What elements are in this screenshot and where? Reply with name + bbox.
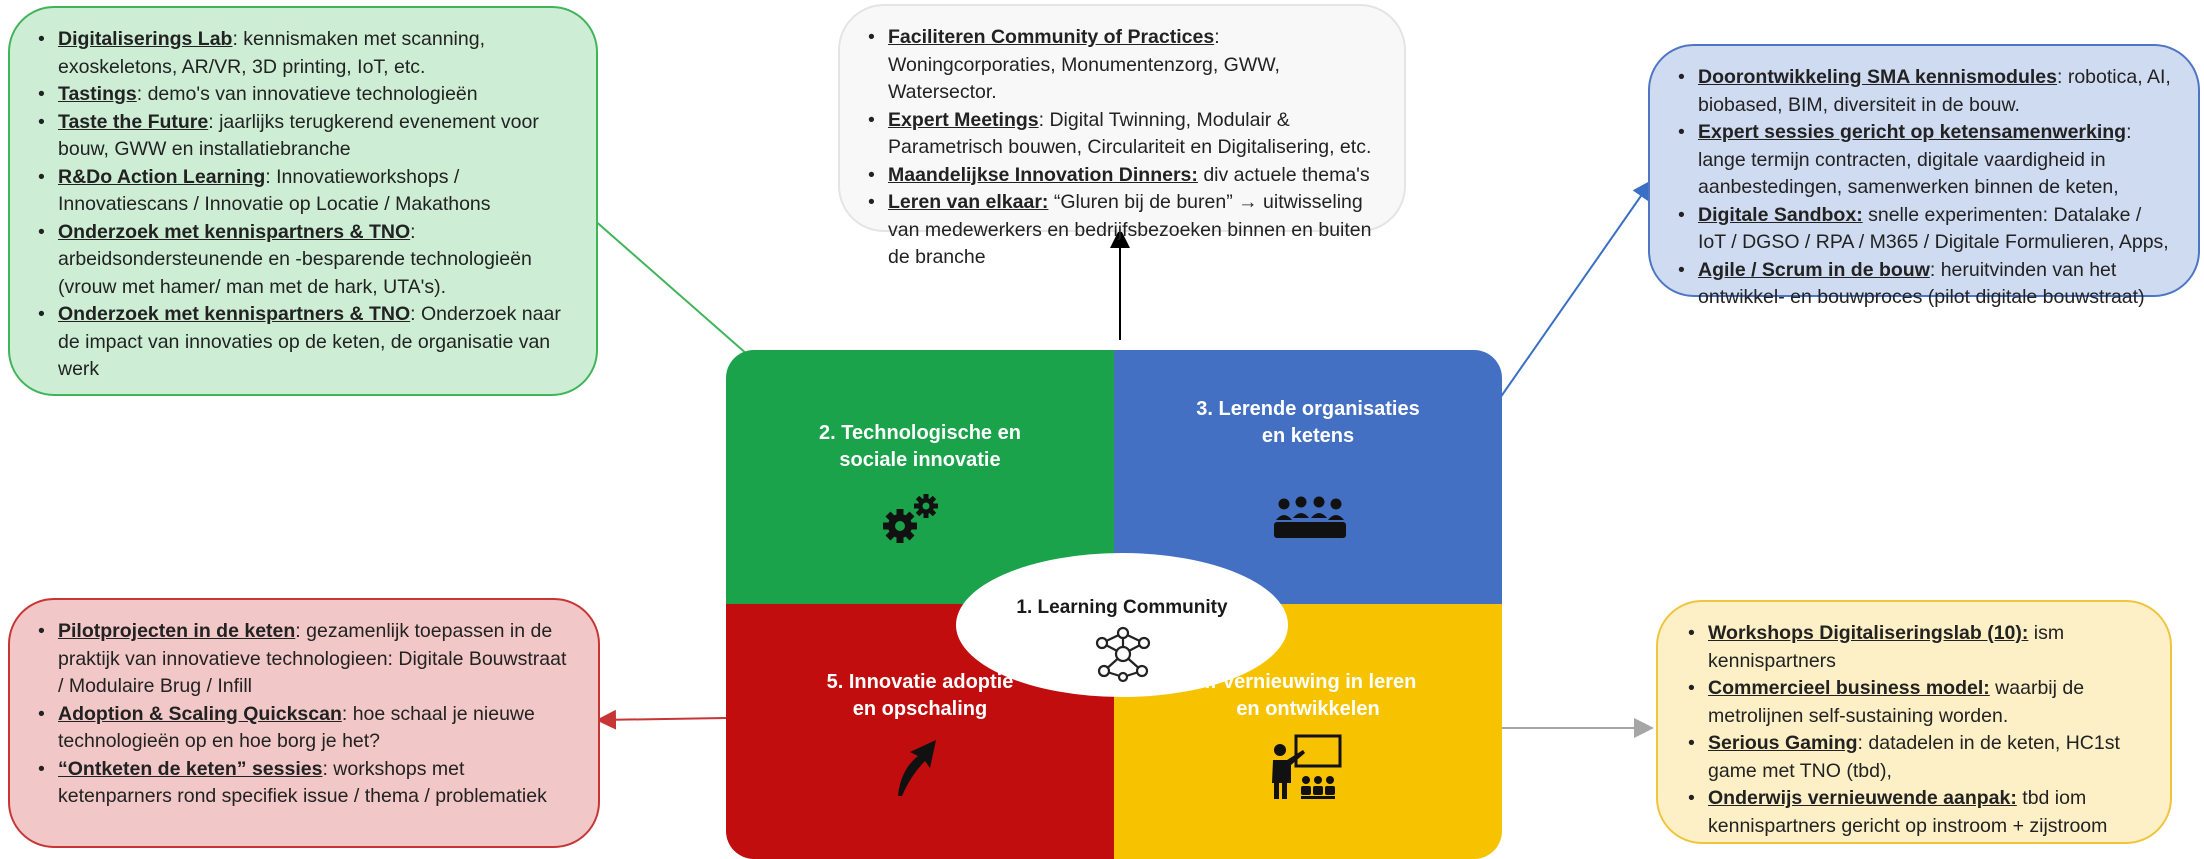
list-item: “Ontketen de keten” sessies: workshops m… <box>38 756 574 811</box>
list-item: Leren van elkaar: “Gluren bij de buren” … <box>868 189 1380 272</box>
gears-icon <box>883 494 938 543</box>
network-icon <box>1095 626 1151 683</box>
list-item: Serious Gaming: datadelen in de keten, H… <box>1688 730 2146 785</box>
learning-organisations-list: Doorontwikkeling SMA kennismodules: robo… <box>1678 64 2174 312</box>
arrow-to-bottom-left-box <box>596 709 727 730</box>
list-item: Maandelijkse Innovation Dinners: div act… <box>868 162 1380 190</box>
upward-arrow-icon <box>898 740 936 796</box>
list-item: Expert sessies gericht op ketensamenwerk… <box>1678 119 2174 202</box>
learning-renewal-list: Workshops Digitaliseringslab (10): ism k… <box>1688 620 2146 840</box>
learning-community-box: Faciliteren Community of Practices: Woni… <box>838 4 1406 268</box>
list-item: Pilotprojecten in de keten: gezamenlijk … <box>38 618 574 701</box>
list-item: Tastings: demo's van innovatieve technol… <box>38 81 572 109</box>
list-item: Agile / Scrum in de bouw: heruitvinden v… <box>1678 257 2174 312</box>
list-item: R&Do Action Learning: Innovatieworkshops… <box>38 164 572 219</box>
innovation-adoption-box: Pilotprojecten in de keten: gezamenlijk … <box>8 598 600 848</box>
quadrant-innovation-adoption: 5. Innovatie adoptie en opschaling <box>726 604 1114 859</box>
list-item: Adoption & Scaling Quickscan: hoe schaal… <box>38 701 574 756</box>
list-item: Taste the Future: jaarlijks terugkerend … <box>38 109 572 164</box>
center-title: 1. Learning Community <box>1016 597 1228 618</box>
list-item: Doorontwikkeling SMA kennismodules: robo… <box>1678 64 2174 119</box>
group-meeting-icon <box>1274 496 1346 538</box>
quadrant-label: 4. Vernieuwing in leren en ontwikkelen <box>1200 671 1417 720</box>
list-item: Onderzoek met kennispartners & TNO: arbe… <box>38 219 572 302</box>
arrow-to-top-right-box <box>1499 179 1653 399</box>
learning-community-list: Faciliteren Community of Practices: Woni… <box>868 24 1380 272</box>
list-item: Faciliteren Community of Practices: Woni… <box>868 24 1380 107</box>
quadrant-label: 2. Technologische en sociale innovatie <box>819 422 1021 471</box>
learning-organisations-box: Doorontwikkeling SMA kennismodules: robo… <box>1648 44 2200 308</box>
list-item: Expert Meetings: Digital Twinning, Modul… <box>868 107 1380 162</box>
technological-innovation-box: Digitaliserings Lab: kennismaken met sca… <box>8 6 598 396</box>
quadrant-label: 3. Lerende organisaties en ketens <box>1196 398 1420 447</box>
list-item: Digitale Sandbox: snelle experimenten: D… <box>1678 202 2174 257</box>
list-item: Commercieel business model: waarbij de m… <box>1688 675 2146 730</box>
technological-innovation-list: Digitaliserings Lab: kennismaken met sca… <box>38 26 572 384</box>
learning-renewal-box: Workshops Digitaliseringslab (10): ism k… <box>1656 600 2172 844</box>
innovation-adoption-list: Pilotprojecten in de keten: gezamenlijk … <box>38 618 574 811</box>
quadrant-label: 5. Innovatie adoptie en opschaling <box>826 671 1014 720</box>
list-item: Workshops Digitaliseringslab (10): ism k… <box>1688 620 2146 675</box>
list-item: Onderwijs vernieuwende aanpak: tbd iom k… <box>1688 785 2146 840</box>
teacher-board-icon <box>1272 734 1342 799</box>
list-item: Onderzoek met kennispartners & TNO: Onde… <box>38 301 572 384</box>
list-item: Digitaliserings Lab: kennismaken met sca… <box>38 26 572 81</box>
